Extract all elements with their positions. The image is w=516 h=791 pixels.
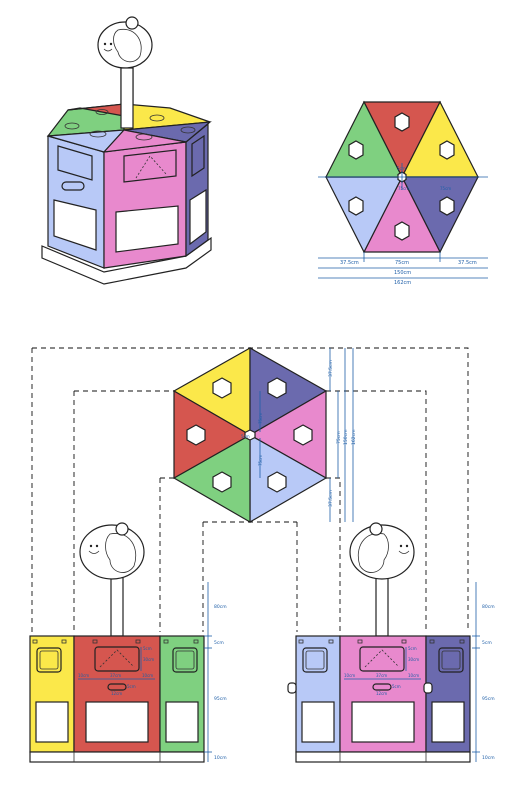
plan-label-v3: 150cm — [343, 430, 349, 445]
plan-label-v2: 37.5cm — [328, 490, 334, 507]
label-outer-total: 162cm — [394, 280, 411, 286]
left-label-wtop: 5cm — [143, 646, 152, 651]
top-view: 37.5cm 75cm 37.5cm 150cm 162cm 5cm 75cm … — [318, 100, 488, 286]
right-label-lgap: 10cm — [344, 673, 355, 678]
mascot-sign-right — [349, 522, 415, 637]
base-3d — [41, 236, 212, 285]
left-label-handle-w: 12cm — [111, 691, 122, 696]
plan-view: 37.5cm 37.5cm 150cm 162cm 75cm 75cm 75cm… — [172, 346, 357, 524]
elevation-right: 80cm 5cm 95cm 10cm 30cm 5cm 10cm 37cm 10… — [287, 522, 495, 763]
left-label-window: 5cm — [214, 640, 224, 646]
right-label-wh: 30cm — [408, 657, 419, 662]
plan-label-hex: 5cm — [241, 434, 250, 439]
label-center-hex: 5cm — [397, 166, 406, 171]
right-label-handle: 5cm — [392, 684, 401, 689]
right-label-center: 37cm — [376, 673, 387, 678]
plan-label-mid2: 75cm — [258, 455, 263, 466]
label-inner-total: 150cm — [394, 270, 411, 276]
left-label-top: 80cm — [214, 604, 227, 610]
right-label-body: 95cm — [482, 696, 495, 702]
left-label-handle: 5cm — [127, 684, 136, 689]
left-label-lgap: 10cm — [78, 673, 89, 678]
right-label-window: 5cm — [482, 640, 492, 646]
plan-label-mid1: 75cm — [258, 413, 263, 424]
right-label-top: 80cm — [482, 604, 495, 610]
label-center-width: 75cm — [395, 260, 409, 266]
perspective-view — [41, 16, 212, 285]
elevation-left: 80cm 5cm 95cm 10cm 30cm 5cm 10cm 37cm 10… — [29, 522, 227, 763]
right-label-wtop: 5cm — [408, 646, 417, 651]
left-label-wh: 30cm — [143, 657, 154, 662]
label-tri-a: 75cm — [398, 186, 409, 191]
projection-guides — [31, 347, 469, 632]
left-label-base: 10cm — [214, 755, 227, 761]
plan-label-v1: 37.5cm — [328, 360, 334, 377]
label-left-margin: 37.5cm — [340, 260, 359, 266]
left-label-center: 37cm — [110, 673, 121, 678]
left-label-body: 95cm — [214, 696, 227, 702]
label-tri-b: 75cm — [440, 186, 451, 191]
plan-label-v4: 162cm — [351, 430, 357, 445]
plan-label-side: 75cm — [336, 431, 342, 444]
right-label-base: 10cm — [482, 755, 495, 761]
left-label-rgap: 10cm — [142, 673, 153, 678]
label-right-margin: 37.5cm — [458, 260, 477, 266]
right-label-handle-w: 12cm — [376, 691, 387, 696]
right-label-rgap: 10cm — [408, 673, 419, 678]
mascot-sign-left — [79, 522, 145, 637]
